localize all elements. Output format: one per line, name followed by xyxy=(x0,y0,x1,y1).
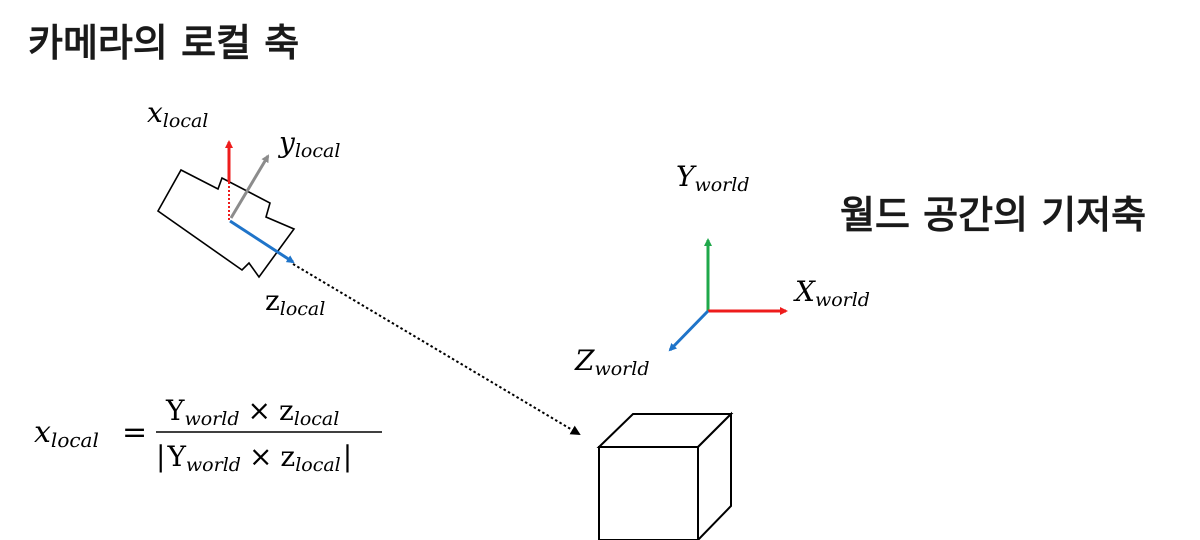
x-local-label: xlocal xyxy=(147,96,208,132)
x-world-label: Xworld xyxy=(793,275,870,311)
formula-equals: = xyxy=(122,415,147,450)
y-local-axis-arrow xyxy=(229,154,270,219)
camera-shape xyxy=(156,168,296,279)
cross-product-formula: xlocal = Yworld×zlocal |Yworld×zlocal| xyxy=(34,394,382,476)
formula-lhs: xlocal xyxy=(34,415,99,452)
z-world-label: Zworld xyxy=(574,344,650,380)
formula-numerator: Yworld×zlocal xyxy=(165,394,339,430)
y-world-label: Yworld xyxy=(676,160,750,196)
z-world-axis-arrow xyxy=(668,309,710,352)
z-local-label: zlocal xyxy=(265,284,325,320)
formula-denominator: |Yworld×zlocal| xyxy=(156,440,352,476)
z-local-axis-arrow xyxy=(229,219,295,264)
view-direction-dotted-line xyxy=(292,263,581,436)
cube-shape xyxy=(596,411,734,540)
camera-local-axes-title: 카메라의 로컬 축 xyxy=(28,21,300,65)
y-local-label: ylocal xyxy=(277,126,340,162)
world-basis-axes-title: 월드 공간의 기저축 xyxy=(840,193,1147,237)
